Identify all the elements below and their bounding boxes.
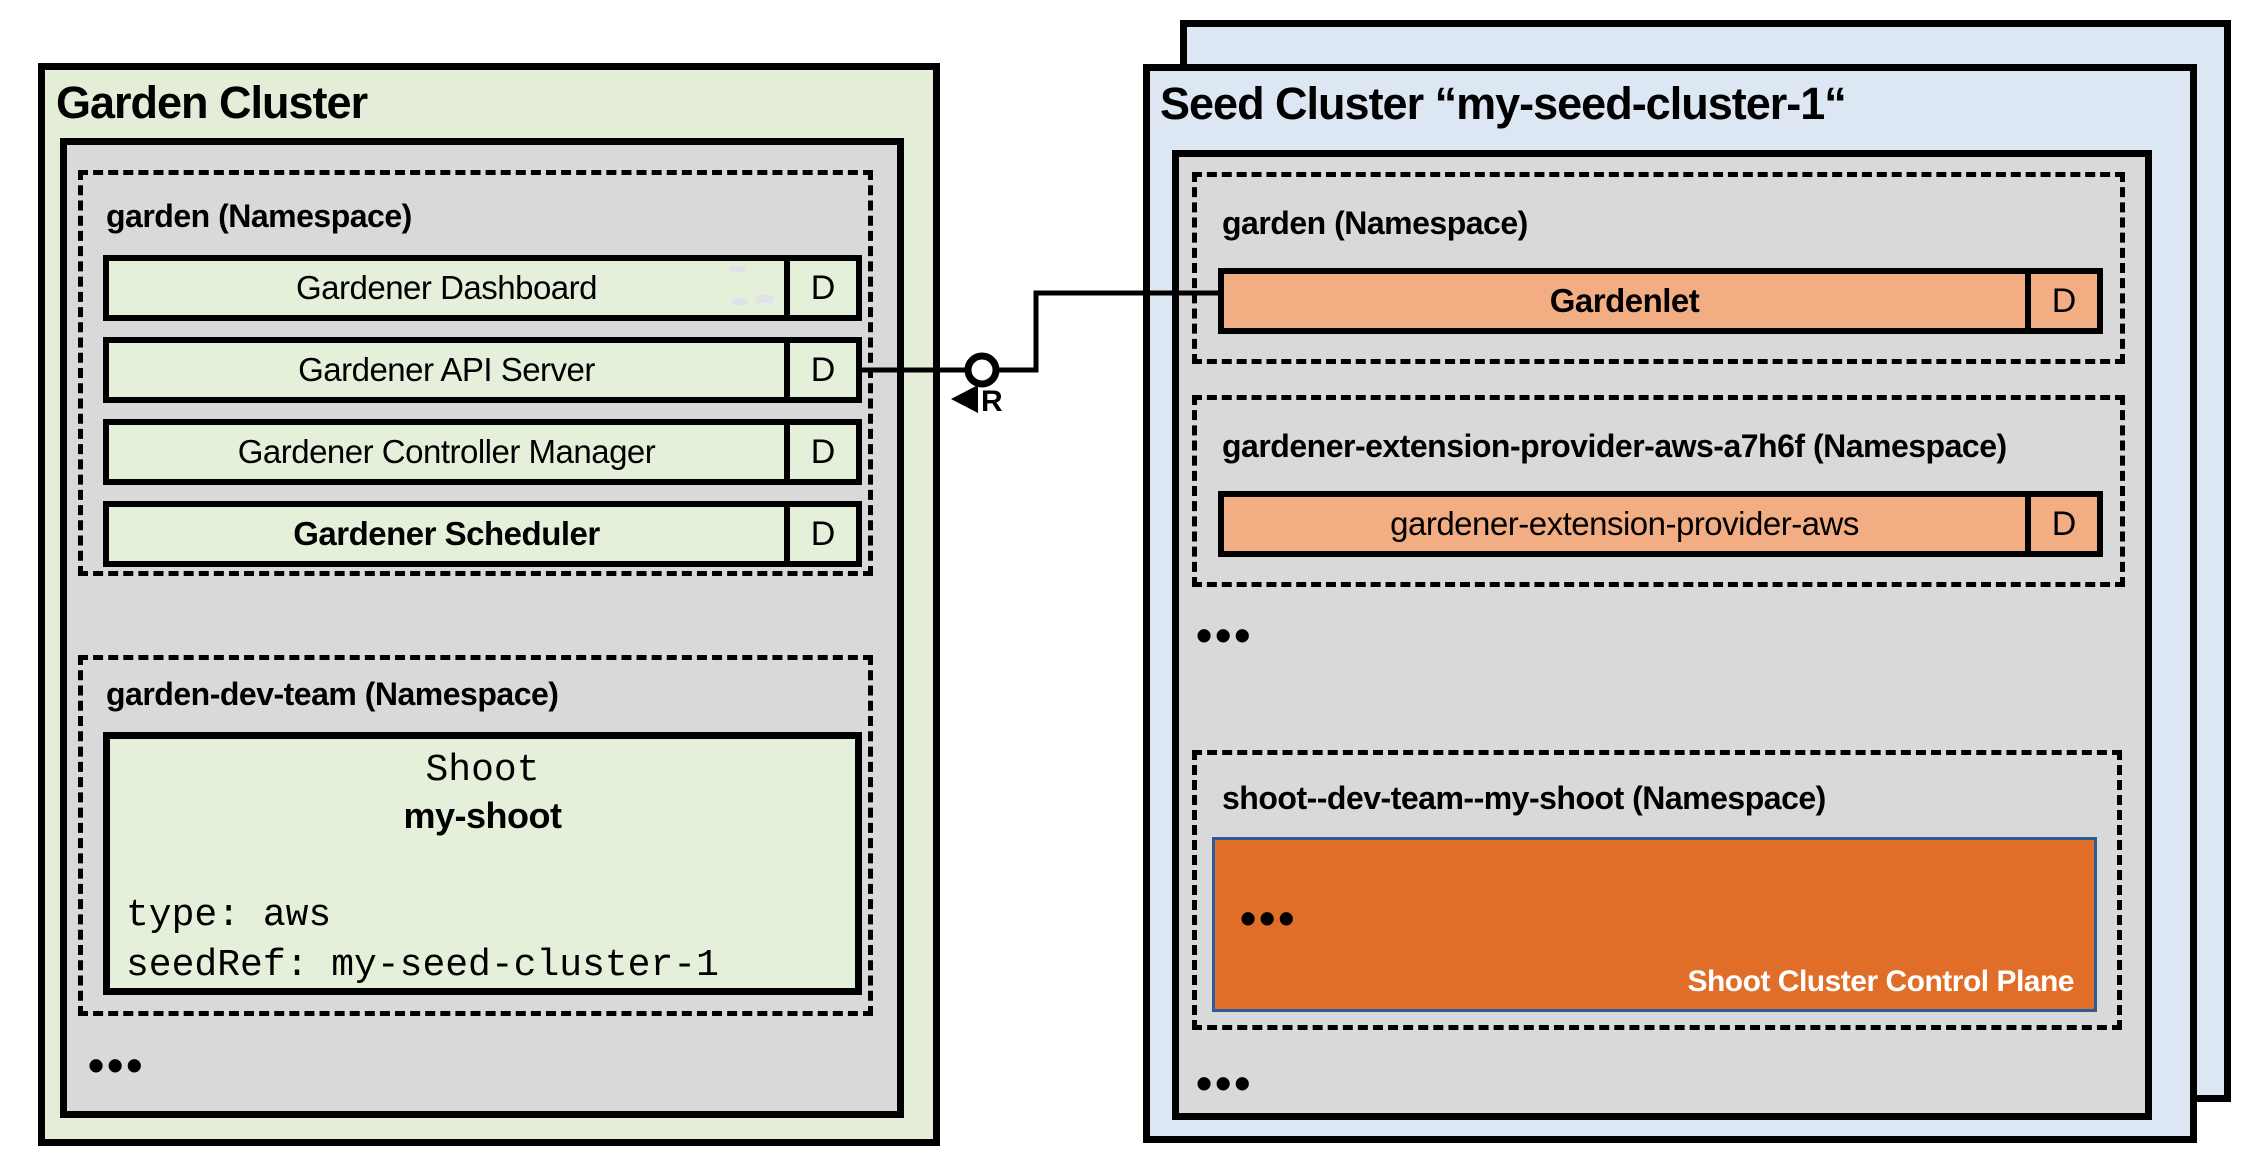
garden-cluster-title: Garden Cluster [56,77,368,128]
deployment-badge: D [2025,497,2097,551]
namespace-seed-garden: garden (Namespace) Gardenlet D [1192,172,2125,364]
faint-dash [732,298,748,305]
component-label: Gardener Controller Manager [237,433,656,470]
namespace-extension-provider-aws: gardener-extension-provider-aws-a7h6f (N… [1192,395,2125,587]
deployment-badge: D [784,425,856,479]
shoot-kind: Shoot [425,749,540,792]
shoot-prop-seedref: seedRef: my-seed-cluster-1 [126,944,719,987]
seed-cluster-ellipsis-middle: ••• [1196,609,1254,661]
garden-cluster-ellipsis: ••• [88,1039,146,1091]
component-label: Gardener API Server [298,351,595,388]
component-label: Gardenlet [1549,282,1700,319]
component-label: gardener-extension-provider-aws [1390,505,1859,542]
namespace-seed-garden-label: garden (Namespace) [1222,205,1528,241]
namespace-garden-dev-team: garden-dev-team (Namespace) Shoot my-sho… [78,655,873,1016]
deployment-badge: D [784,507,856,561]
component-gardener-api-server: Gardener API Server D [103,337,862,403]
namespace-garden: garden (Namespace) Gardener Dashboard D … [78,170,873,576]
shoot-resource-box: Shoot my-shoot type: aws seedRef: my-see… [103,732,862,995]
seed-cluster-inner-box: garden (Namespace) Gardenlet D gardener-… [1172,150,2152,1120]
faint-dash [729,266,746,272]
seed-cluster-box: Seed Cluster “my-seed-cluster-1“ garden … [1143,64,2197,1143]
control-plane-ellipsis: ••• [1240,892,1298,944]
component-gardener-scheduler: Gardener Scheduler D [103,501,862,567]
garden-cluster-box: Garden Cluster garden (Namespace) Garden… [38,63,940,1146]
control-plane-label: Shoot Cluster Control Plane [1687,965,2074,998]
namespace-garden-dev-team-label: garden-dev-team (Namespace) [106,676,559,712]
direction-arrow-icon [951,385,978,413]
component-label: Gardener Dashboard [295,269,598,306]
deployment-badge: D [784,261,856,315]
deployment-badge: D [784,343,856,397]
component-label: Gardener Scheduler [293,515,600,552]
connector-direction-label: R [981,385,1003,418]
namespace-shoot-label: shoot--dev-team--my-shoot (Namespace) [1222,780,1826,816]
namespace-extension-provider-aws-label: gardener-extension-provider-aws-a7h6f (N… [1222,428,2007,464]
component-gardener-dashboard: Gardener Dashboard D [103,255,862,321]
seed-cluster-ellipsis-bottom: ••• [1196,1057,1254,1109]
garden-cluster-inner-box: garden (Namespace) Gardener Dashboard D … [60,138,904,1118]
namespace-shoot-dev-team-my-shoot: shoot--dev-team--my-shoot (Namespace) ••… [1192,750,2122,1030]
deployment-badge: D [2025,274,2097,328]
shoot-cluster-control-plane-box: ••• Shoot Cluster Control Plane [1212,837,2097,1012]
component-gardenlet: Gardenlet D [1218,268,2103,334]
faint-dash [756,295,773,303]
interface-lollipop-icon [964,352,1000,388]
component-gardener-controller-manager: Gardener Controller Manager D [103,419,862,485]
namespace-garden-label: garden (Namespace) [106,198,412,234]
component-gardener-extension-provider-aws: gardener-extension-provider-aws D [1218,491,2103,557]
shoot-prop-type: type: aws [126,894,332,937]
shoot-name: my-shoot [403,795,563,836]
seed-cluster-title: Seed Cluster “my-seed-cluster-1“ [1160,78,1847,129]
